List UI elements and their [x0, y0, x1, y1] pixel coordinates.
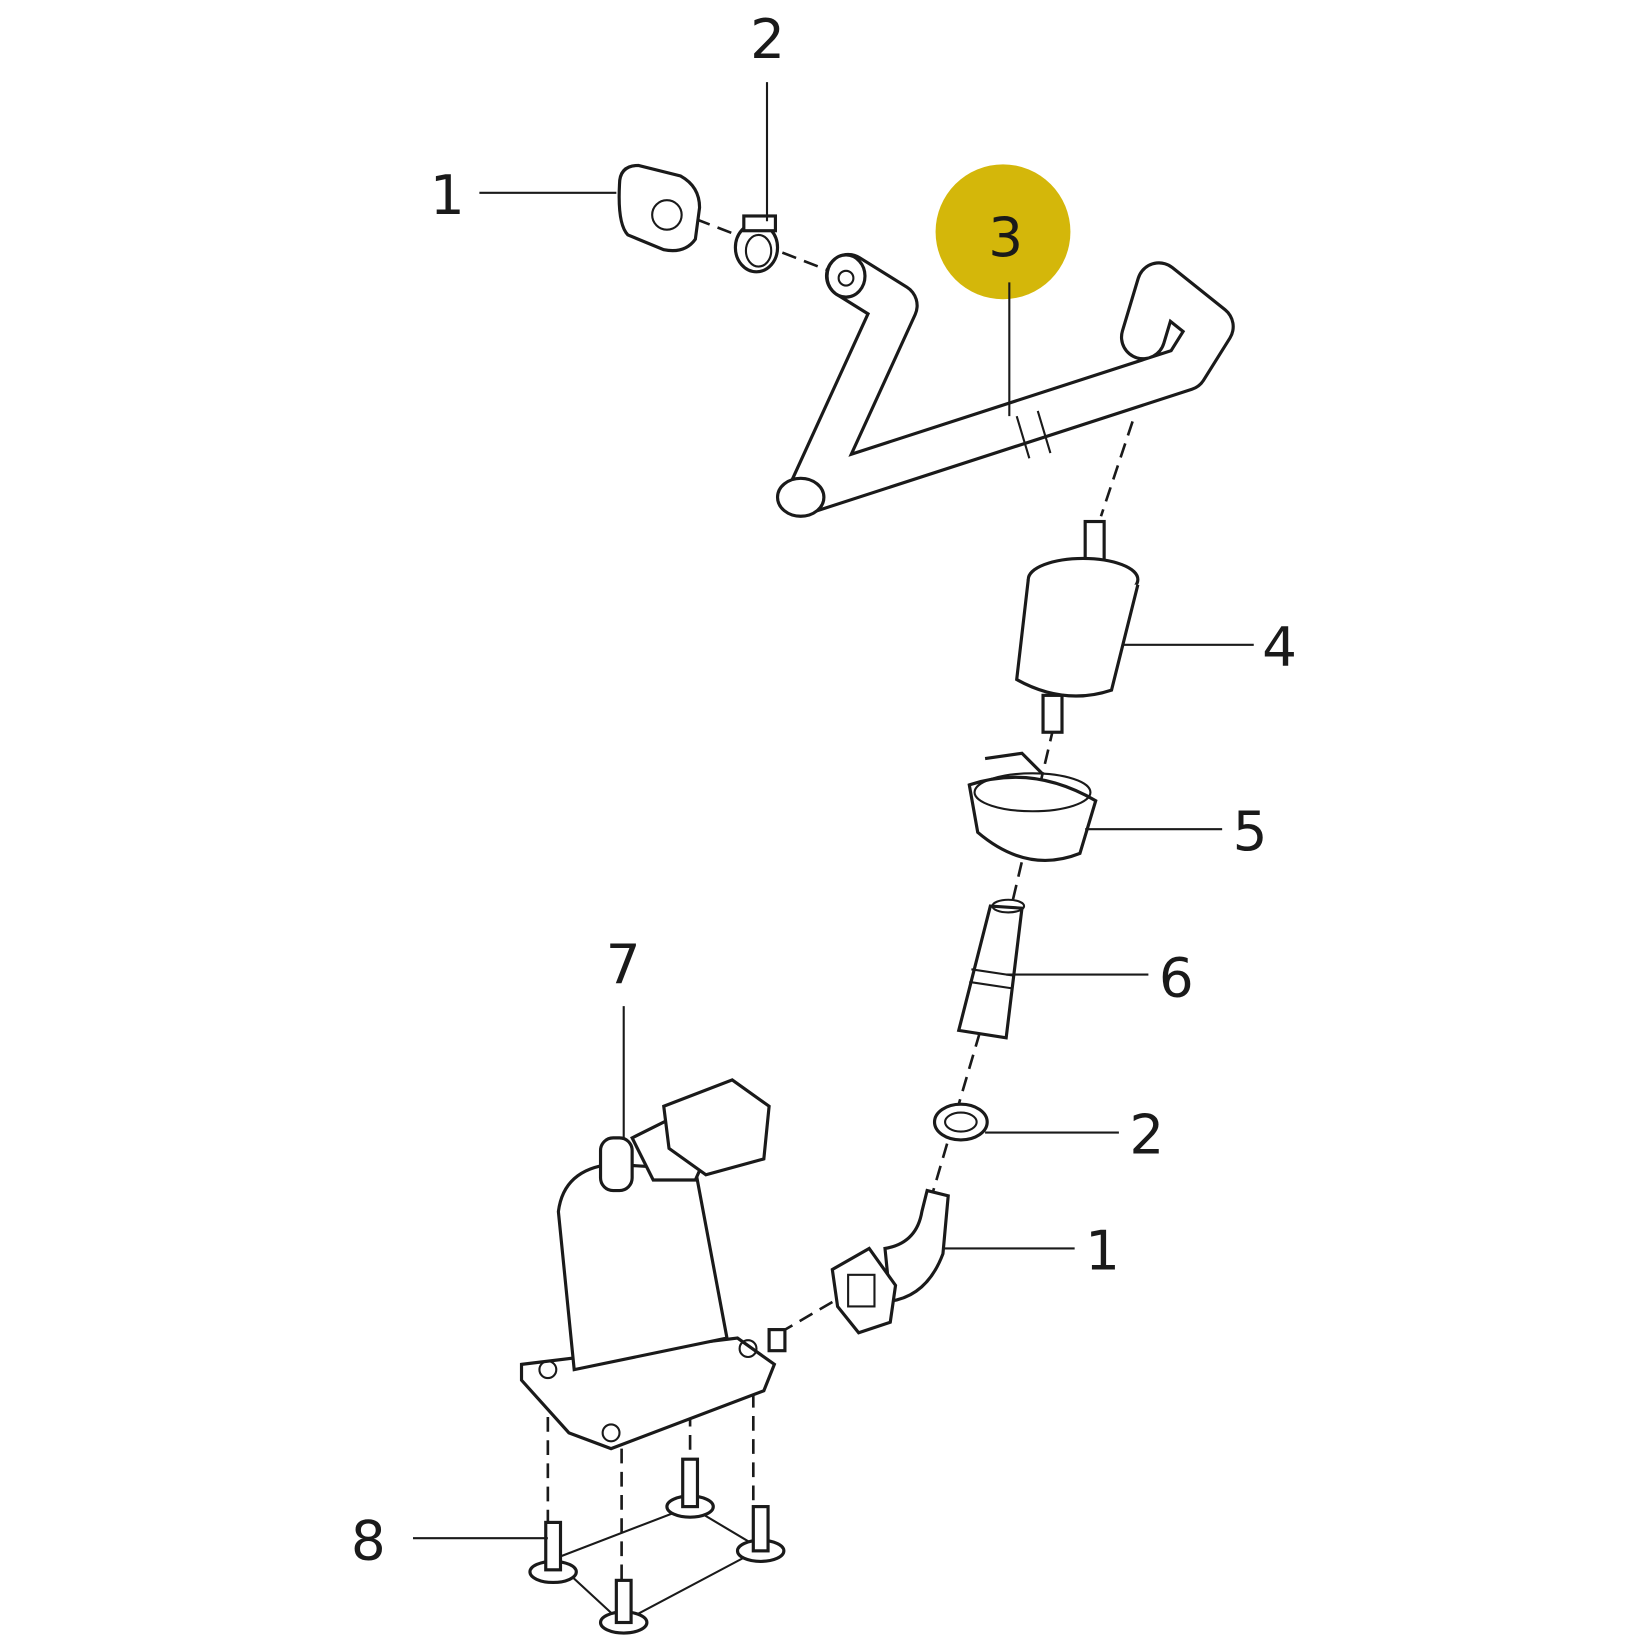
callout-8[interactable]: 8	[351, 1508, 386, 1572]
quick-connector-bottom[interactable]	[830, 1188, 950, 1335]
callout-4[interactable]: 4	[1262, 615, 1297, 679]
callout-2-bottom[interactable]: 2	[1129, 1103, 1164, 1167]
hose-clamp-bottom[interactable]	[932, 1102, 989, 1142]
callout-1-top[interactable]: 1	[430, 163, 465, 227]
callout-6[interactable]: 6	[1159, 946, 1194, 1010]
fuel-hose[interactable]	[775, 252, 1235, 518]
hose-clamp-top[interactable]	[733, 214, 780, 274]
callout-highlight	[935, 164, 1071, 300]
callout-2-top[interactable]: 2	[750, 7, 785, 71]
quick-connector-top[interactable]	[617, 163, 702, 253]
callout-1-bottom[interactable]: 1	[1085, 1219, 1120, 1283]
callout-3[interactable]: 3	[988, 205, 1023, 269]
filter-bracket[interactable]	[967, 751, 1098, 862]
callout-5[interactable]: 5	[1233, 799, 1268, 863]
leader-lines	[413, 82, 1254, 1540]
hose-connector[interactable]	[956, 898, 1026, 1040]
fuel-pump[interactable]	[519, 1078, 787, 1451]
callout-7[interactable]: 7	[606, 932, 641, 996]
bolts[interactable]	[528, 1457, 786, 1635]
fuel-filter[interactable]	[1015, 519, 1140, 734]
